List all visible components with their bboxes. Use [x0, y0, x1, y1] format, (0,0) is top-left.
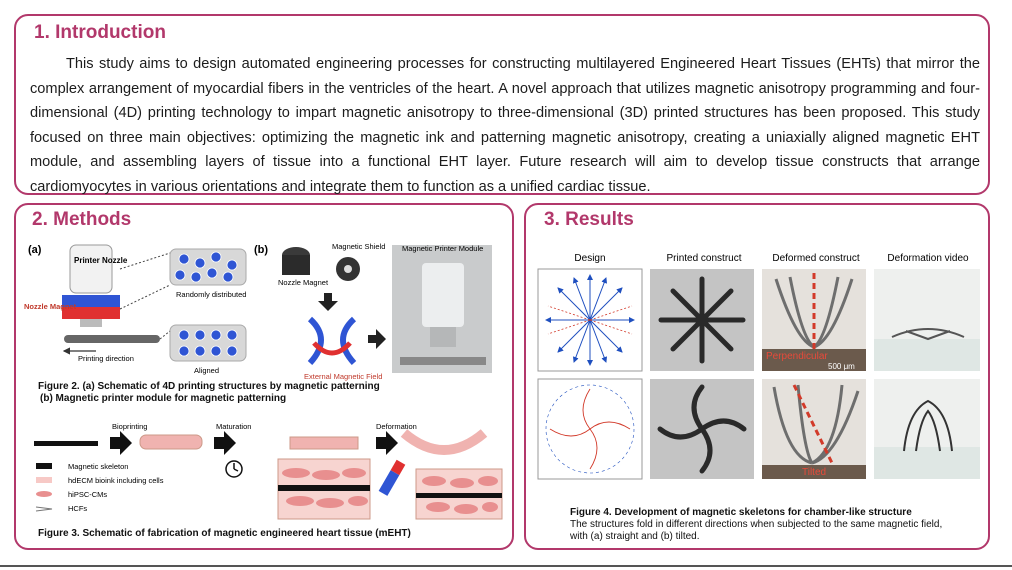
legend-item: Magnetic skeleton — [68, 462, 128, 471]
tilted-axis — [792, 384, 834, 464]
deformed-tilted-photo — [762, 379, 866, 479]
figure-2-caption: Figure 2. (a) Schematic of 4D printing s… — [38, 381, 508, 405]
step-arrow-icon-3 — [376, 431, 398, 455]
figure-2-caption-line2: (b) Magnetic printer module for magnetic… — [40, 393, 287, 404]
nozzle-magnet-red — [62, 307, 120, 319]
column-header: Deformation video — [887, 253, 969, 264]
nozzle-magnet-label: Nozzle Magnet — [24, 302, 77, 311]
right-arrow-icon — [368, 329, 386, 349]
legend-item: hiPSC-CMs — [68, 490, 107, 499]
deformed-straight-strands — [774, 276, 854, 349]
bioprinting-label: Bioprinting — [112, 423, 147, 431]
step-arrow-icon-2 — [214, 431, 236, 455]
random-particles — [174, 251, 238, 283]
figure-3-legend: Magnetic skeleton hdECM bioink including… — [35, 462, 164, 513]
figure-4-caption-line1: The structures fold in different directi… — [570, 519, 943, 530]
nozzle-tip — [80, 319, 102, 327]
tissue-cells — [282, 468, 368, 508]
printing-direction-label: Printing direction — [78, 354, 134, 363]
aligned-label: Aligned — [194, 366, 219, 375]
printed-straight-spokes — [658, 276, 746, 364]
introduction-paragraph: This study aims to design automated engi… — [30, 56, 980, 195]
fig2-panel-b-label: (b) — [254, 244, 268, 256]
introduction-section: 1. Introduction This study aims to desig… — [14, 14, 990, 195]
printer-module-label: Magnetic Printer Module — [402, 244, 483, 253]
randomly-distributed-label: Randomly distributed — [176, 290, 246, 299]
printed-filament — [64, 335, 160, 343]
external-field-label: External Magnetic Field — [304, 372, 382, 381]
figure-4-grid: Design Printed construct Deformed constr… — [537, 253, 980, 480]
introduction-title: 1. Introduction — [34, 22, 166, 43]
magnet-icon — [378, 470, 400, 496]
nozzle-magnet-blue — [62, 295, 120, 307]
printed-spiral-arms — [657, 384, 747, 474]
aligned-particles — [178, 329, 238, 357]
video-straight-construct — [891, 328, 965, 341]
methods-section: 2. Methods (a) Printer Nozzle Nozzle Mag… — [14, 203, 514, 550]
matured-construct — [289, 436, 359, 450]
results-title: 3. Results — [544, 209, 634, 230]
column-header: Deformed construct — [772, 253, 859, 264]
nozzle-magnet-b-label: Nozzle Magnet — [278, 278, 329, 287]
maturation-label: Maturation — [216, 423, 251, 431]
figure-2-schematic: (a) Printer Nozzle Nozzle Magnet Printin… — [24, 242, 492, 381]
deformation-label: Deformation — [376, 423, 417, 431]
deformed-construct — [400, 429, 488, 455]
legend-item: HCFs — [68, 504, 87, 513]
scale-bar-label: 500 μm — [828, 362, 855, 371]
column-header: Design — [574, 253, 605, 264]
bioprinted-construct — [139, 434, 203, 450]
figure-4-caption-line2: with (a) straight and (b) tilted. — [570, 531, 700, 542]
tilted-label: Tilted — [802, 467, 826, 478]
spiral-curves — [549, 388, 631, 470]
bottom-divider — [0, 565, 1012, 567]
figure-2-caption-line1: Figure 2. (a) Schematic of 4D printing s… — [38, 381, 380, 392]
video-tilted-construct — [903, 399, 953, 452]
legend-item: hdECM bioink including cells — [68, 476, 164, 485]
printer-nozzle-body — [69, 244, 113, 294]
perpendicular-label: Perpendicular — [766, 351, 828, 362]
methods-title: 2. Methods — [32, 209, 132, 230]
printer-nozzle-label: Printer Nozzle — [74, 256, 128, 265]
external-field-diagram — [307, 316, 357, 366]
column-header: Printed construct — [666, 253, 741, 264]
step-arrow-icon — [110, 431, 132, 455]
fig2-panel-a-label: (a) — [28, 244, 42, 256]
results-section: 3. Results Design Printed construct Defo… — [524, 203, 990, 550]
figure-4-caption-title: Figure 4. Development of magnetic skelet… — [570, 507, 912, 518]
magnetic-shield-label: Magnetic Shield — [332, 242, 385, 251]
magnetic-skeleton-bar — [34, 441, 98, 446]
down-arrow-icon — [318, 293, 338, 311]
figure-4-caption: Figure 4. Development of magnetic skelet… — [570, 507, 980, 543]
straight-radial-arrows — [545, 274, 635, 366]
figure-3-schematic: Bioprinting Maturation Deformation Magne… — [34, 423, 503, 520]
figure-3-caption: Figure 3. Schematic of fabrication of ma… — [38, 528, 411, 539]
